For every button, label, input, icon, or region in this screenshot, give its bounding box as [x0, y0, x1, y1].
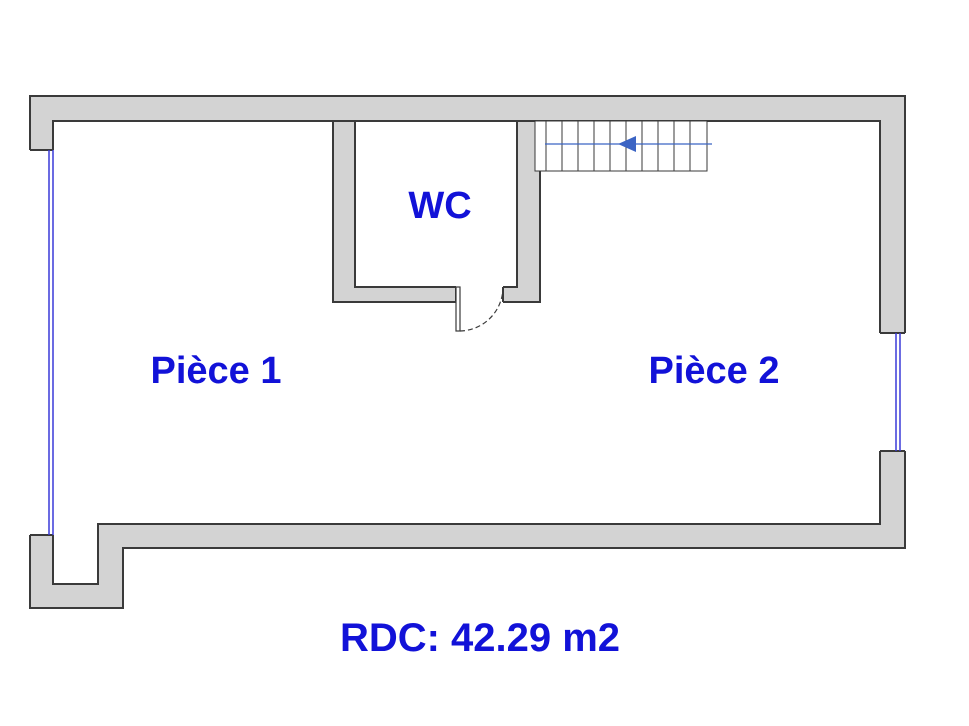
window-left-opening: [29, 150, 54, 535]
wc-door-opening: [456, 286, 503, 303]
outer-walls: [29, 95, 906, 609]
stair-arrow-icon: [618, 136, 636, 152]
window-right: [880, 332, 905, 452]
window-left: [30, 149, 54, 536]
wc-walls: [332, 120, 541, 303]
wc-door: [455, 286, 504, 332]
floor-area-label: RDC: 42.29 m2: [340, 616, 620, 660]
window-right-opening: [879, 333, 906, 451]
room-label-piece-2: Pièce 2: [649, 350, 780, 392]
room-label-piece-1: Pièce 1: [151, 350, 282, 392]
room-label-wc: WC: [408, 185, 471, 227]
staircase: [534, 120, 712, 172]
